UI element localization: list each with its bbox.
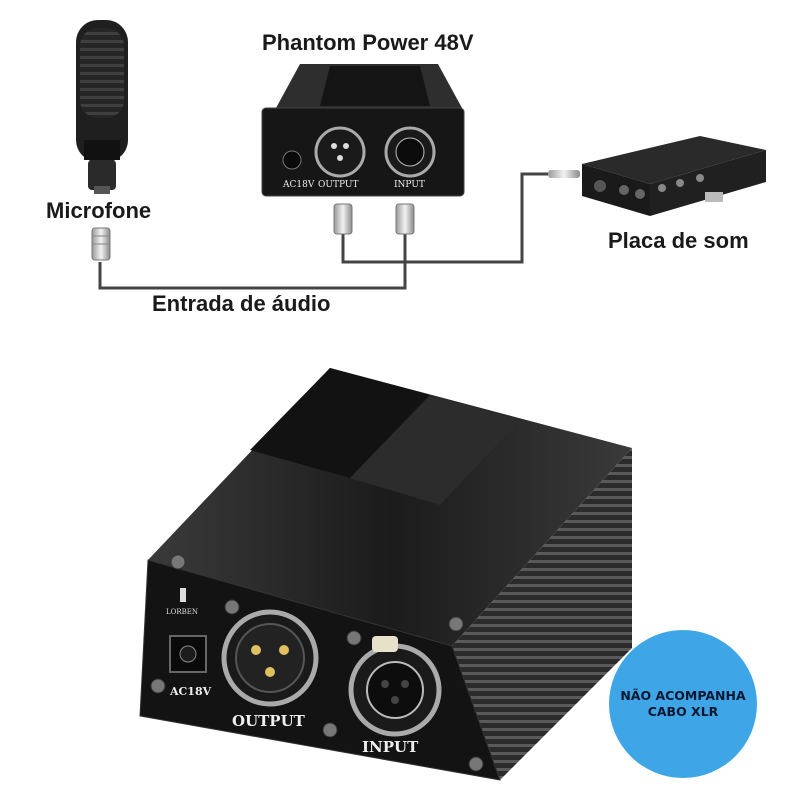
audio-input-label: Entrada de áudio bbox=[152, 291, 331, 316]
large-dc-port-label: AC18V bbox=[169, 685, 212, 698]
phantom-power-large-unit: LORBEN AC18V OUTPUT INPUT bbox=[139, 368, 632, 781]
large-output-label: OUTPUT bbox=[232, 712, 306, 730]
cable-output-to-soundcard bbox=[341, 172, 548, 264]
badge-line-2: CABO XLR bbox=[647, 704, 719, 719]
microphone-label: Microfone bbox=[46, 198, 152, 223]
mic-xlr-plug-icon bbox=[91, 227, 111, 261]
small-dc-port-label: AC18V bbox=[282, 180, 315, 190]
microphone-icon bbox=[76, 20, 128, 194]
phantom-xlr-plugs-icon bbox=[333, 203, 415, 235]
cable-mic-to-input bbox=[98, 232, 407, 290]
small-output-label: OUTPUT bbox=[318, 180, 358, 190]
large-input-label: INPUT bbox=[362, 738, 419, 756]
badge-line-1: NÃO ACOMPANHA bbox=[620, 688, 746, 703]
phantom-power-small-unit: AC18V OUTPUT INPUT bbox=[261, 64, 465, 197]
phantom-power-label: Phantom Power 48V bbox=[262, 30, 474, 55]
sound-card-icon bbox=[548, 136, 766, 216]
audio-cables bbox=[98, 172, 548, 290]
brand-label: LORBEN bbox=[166, 608, 198, 616]
small-input-label: INPUT bbox=[394, 180, 425, 190]
no-cable-badge: NÃO ACOMPANHA CABO XLR bbox=[609, 630, 757, 778]
sound-card-label: Placa de som bbox=[608, 228, 749, 253]
